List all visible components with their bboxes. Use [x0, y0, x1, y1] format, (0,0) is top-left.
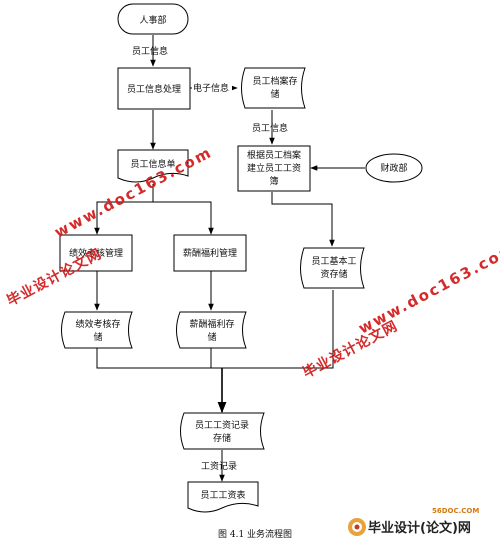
node-archive-storage: 员工档案存 储 [241, 67, 306, 109]
node-salary-table-document: 员工工资表 [187, 481, 259, 513]
svg-text:员工基本工: 员工基本工 [311, 255, 356, 267]
svg-text:簿: 簿 [269, 175, 278, 187]
svg-text:员工档案存: 员工档案存 [252, 75, 297, 87]
figure-caption: 图 4.1 业务流程图 [218, 528, 292, 540]
svg-text:员工信息单: 员工信息单 [130, 158, 175, 170]
svg-text:根据员工档案: 根据员工档案 [247, 149, 301, 161]
svg-text:绩效考核管理: 绩效考核管理 [69, 247, 123, 259]
svg-text:毕业设计论文网: 毕业设计论文网 [300, 317, 401, 381]
svg-text:员工信息处理: 员工信息处理 [127, 83, 181, 95]
svg-text:薪酬福利管理: 薪酬福利管理 [183, 247, 237, 259]
node-performance-management: 绩效考核管理 [59, 234, 133, 272]
edge-label-employee-info-2: 员工信息 [252, 122, 288, 134]
node-employee-info-document: 员工信息单 [117, 149, 189, 183]
watermark-left: www.doc163.com 毕业设计论文网 [4, 143, 215, 310]
svg-text:www.doc163.com: www.doc163.com [355, 239, 500, 338]
edge-label-salary-record: 工资记录 [201, 461, 237, 472]
svg-text:毕业设计论文网: 毕业设计论文网 [4, 245, 105, 309]
node-hr-dept: 人事部 [117, 3, 189, 35]
svg-text:资存储: 资存储 [320, 268, 347, 280]
node-build-salary-book: 根据员工档案 建立员工工资 簿 [237, 145, 311, 192]
edge-label-employee-info: 员工信息 [132, 45, 168, 57]
svg-text:毕业设计(论文)网: 毕业设计(论文)网 [368, 520, 471, 536]
svg-text:员工工资记录: 员工工资记录 [195, 420, 249, 431]
node-welfare-storage: 薪酬福利存 储 [176, 311, 247, 349]
edge-build-to-basic [271, 192, 335, 247]
svg-text:薪酬福利存: 薪酬福利存 [189, 318, 234, 330]
svg-text:储: 储 [93, 331, 102, 343]
node-employee-info-process: 员工信息处理 [117, 67, 191, 110]
site-logo: 56DOC.COM 毕业设计(论文)网 [348, 507, 479, 536]
node-finance-dept: 财政部 [365, 153, 423, 183]
edge-merge-bus [96, 290, 334, 369]
edge-doc-to-welfare [153, 201, 214, 235]
svg-text:56DOC.COM: 56DOC.COM [432, 507, 479, 515]
svg-text:建立员工工资: 建立员工工资 [247, 162, 301, 174]
svg-text:储: 储 [270, 88, 279, 100]
svg-text:人事部: 人事部 [139, 14, 166, 26]
edge-label-bg [192, 80, 232, 93]
node-salary-welfare-management: 薪酬福利管理 [173, 234, 247, 272]
edge-label-electronic-info: 电子信息 [193, 82, 229, 94]
svg-text:员工工资表: 员工工资表 [200, 489, 245, 501]
svg-text:存储: 存储 [213, 432, 231, 444]
node-performance-storage: 绩效考核存 储 [61, 311, 133, 349]
svg-text:储: 储 [207, 331, 216, 343]
edges [94, 35, 365, 482]
node-salary-record-storage: 员工工资记录 存储 [180, 412, 265, 450]
svg-text:绩效考核存: 绩效考核存 [75, 318, 120, 330]
edge-doc-to-perf [94, 184, 154, 235]
node-basic-salary-storage: 员工基本工 资存储 [300, 247, 365, 289]
svg-text:财政部: 财政部 [380, 162, 407, 174]
